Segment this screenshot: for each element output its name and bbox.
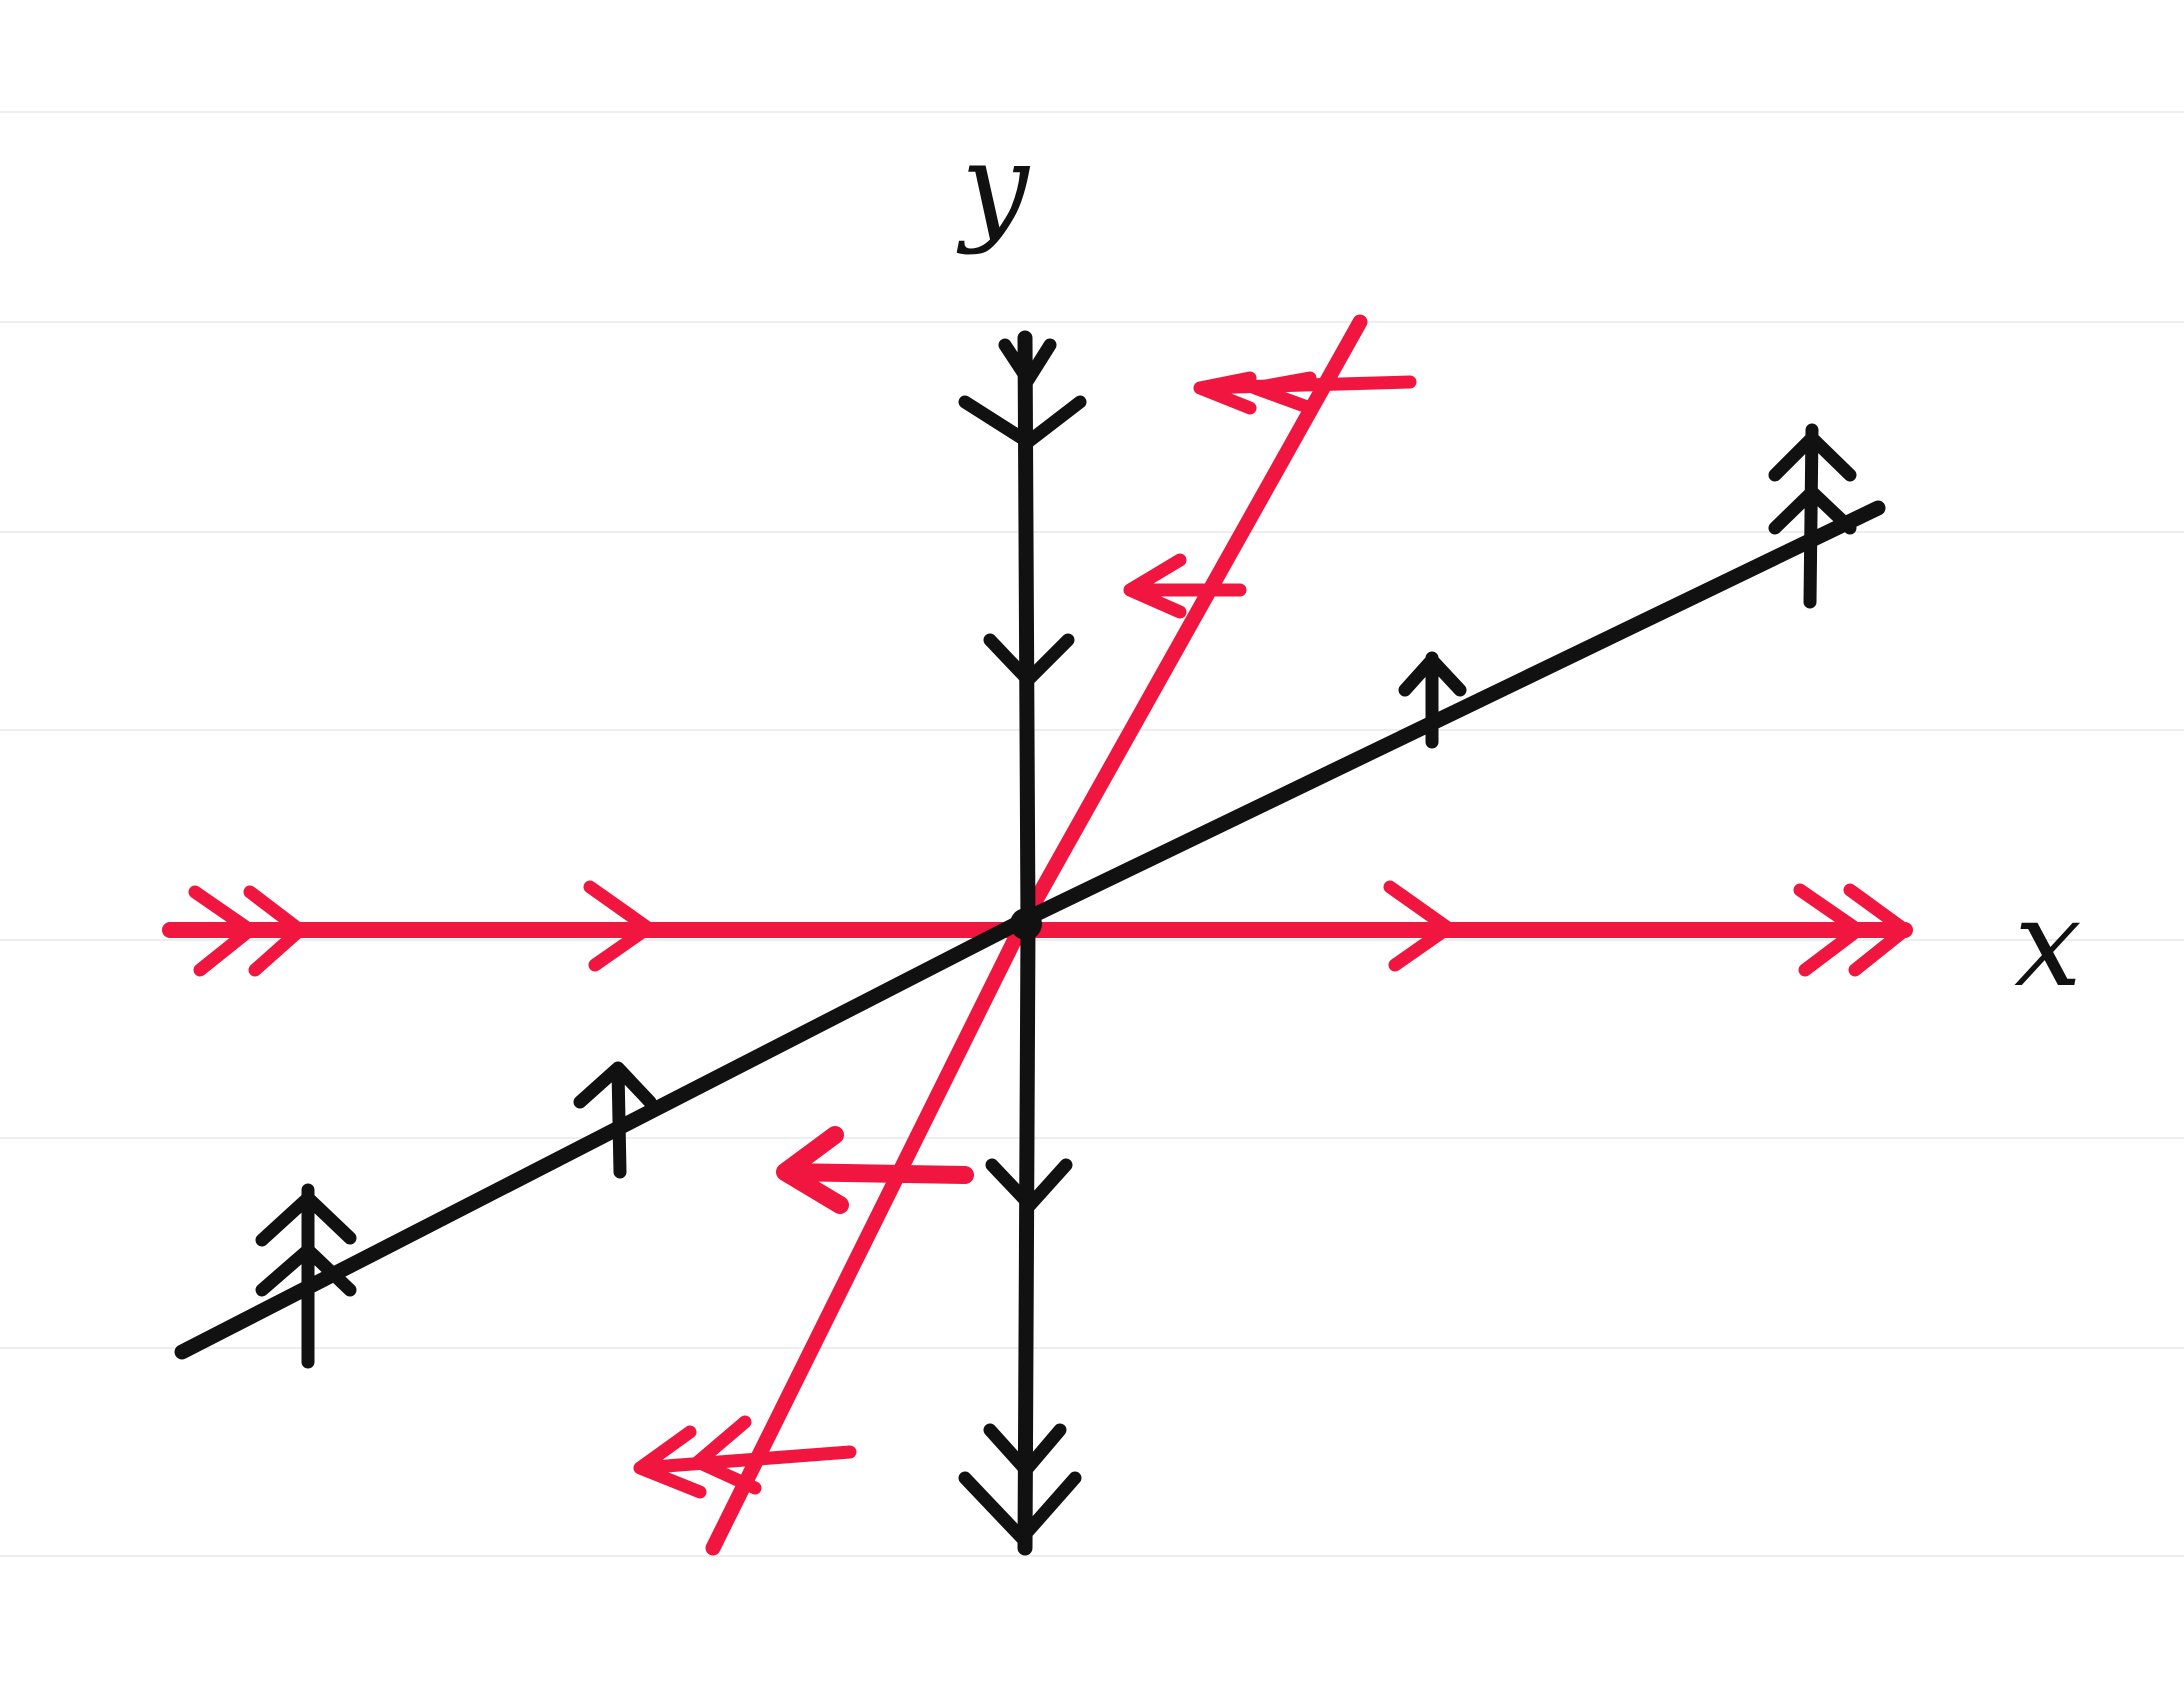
black-vertical-stroke xyxy=(1017,330,1036,1556)
arrow-up-icon xyxy=(1398,651,1467,749)
arrow-right-icon xyxy=(1383,880,1455,972)
double-arrow-up-icon xyxy=(1768,423,1857,609)
x-axis-label: x xyxy=(2014,875,2082,1014)
arrow-up-icon xyxy=(573,1061,657,1179)
paper-grid xyxy=(0,111,2184,1557)
double-arrow-right-icon xyxy=(243,885,307,977)
double-arrow-down-icon xyxy=(958,1471,1082,1545)
arrow-left-icon xyxy=(776,1126,974,1214)
double-arrow-left-icon xyxy=(633,1425,857,1499)
y-axis-label: y xyxy=(956,118,1031,257)
double-arrow-right-icon xyxy=(1843,883,1912,977)
double-arrow-down-icon xyxy=(958,395,1087,449)
origin-point xyxy=(1010,908,1042,940)
arrow-down-icon xyxy=(983,633,1075,687)
double-arrow-right-icon xyxy=(1793,883,1865,977)
arrow-right-icon xyxy=(583,880,655,972)
double-arrow-down-icon xyxy=(983,1423,1067,1477)
double-arrow-down-icon xyxy=(998,338,1057,387)
double-arrow-left-icon xyxy=(1248,371,1317,415)
double-arrow-up-icon xyxy=(255,1183,357,1369)
arrow-left-icon xyxy=(1123,553,1247,619)
double-arrow-right-icon xyxy=(188,885,257,977)
double-arrow-left-icon xyxy=(691,1415,762,1495)
arrow-down-icon xyxy=(985,1158,1073,1212)
